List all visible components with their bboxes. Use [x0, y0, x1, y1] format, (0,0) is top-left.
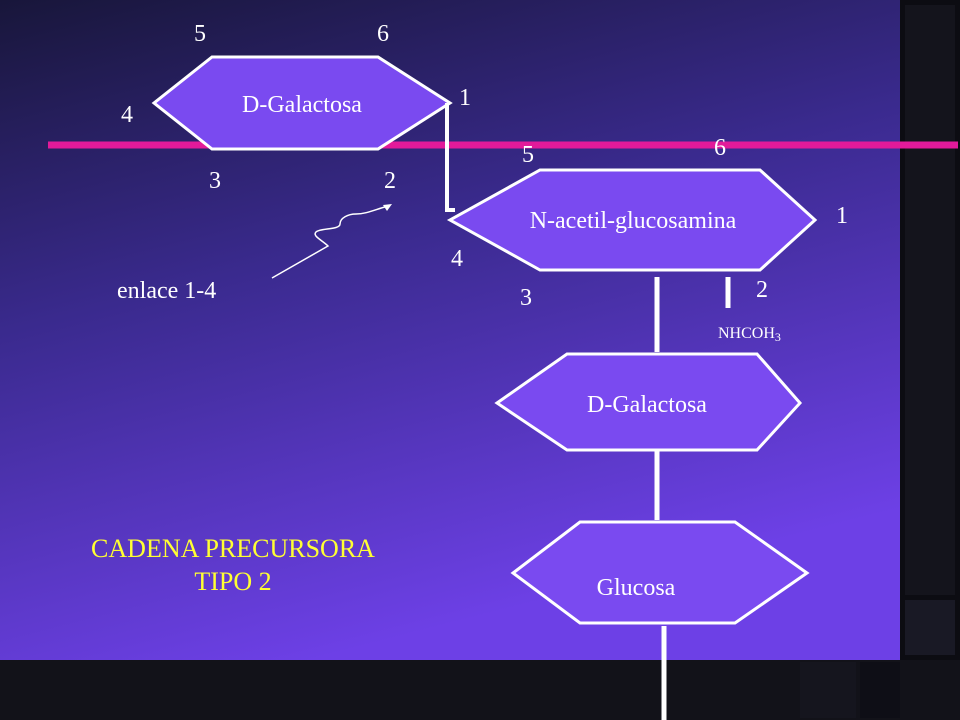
position-label-2: 2 [384, 168, 396, 194]
position-label-3: 3 [209, 168, 221, 194]
hexagon-nacetil-glucosamina: N-acetil-glucosamina [446, 168, 818, 272]
position-label-4: 4 [121, 102, 133, 128]
hexagon-label: D-Galactosa [587, 392, 707, 418]
slide-title-line1: CADENA PRECURSORA [91, 534, 375, 563]
position-label-1: 1 [836, 203, 848, 229]
position-label-3: 3 [520, 285, 532, 311]
position-label-2: 2 [756, 277, 768, 303]
position-label-4: 4 [451, 246, 463, 272]
glycosidic-bond [445, 103, 455, 212]
hexagon-galactosa-middle: D-Galactosa [494, 352, 803, 452]
hexagon-galactosa-top: D-Galactosa [151, 55, 453, 151]
substituent-label: NHCOH3 [718, 325, 781, 344]
hexagon-label: Glucosa [597, 575, 676, 601]
hexagon-shape [510, 520, 810, 625]
hexagon-shape [151, 55, 453, 151]
hexagon-glucosa: Glucosa [510, 520, 810, 625]
position-label-6: 6 [377, 21, 389, 47]
hexagon-shape [494, 352, 803, 452]
annotation-arrow [271, 205, 389, 279]
slide-title-line2: TIPO 2 [194, 567, 271, 596]
position-label-5: 5 [194, 21, 206, 47]
position-label-5: 5 [522, 142, 534, 168]
position-label-6: 6 [714, 135, 726, 161]
hexagon-label: N-acetil-glucosamina [530, 208, 737, 234]
bond-annotation-label: enlace 1-4 [117, 278, 216, 304]
hexagon-label: D-Galactosa [242, 92, 362, 118]
arrow-head-icon [383, 204, 392, 211]
position-label-1: 1 [459, 85, 471, 111]
hexagon-shape [446, 168, 818, 272]
